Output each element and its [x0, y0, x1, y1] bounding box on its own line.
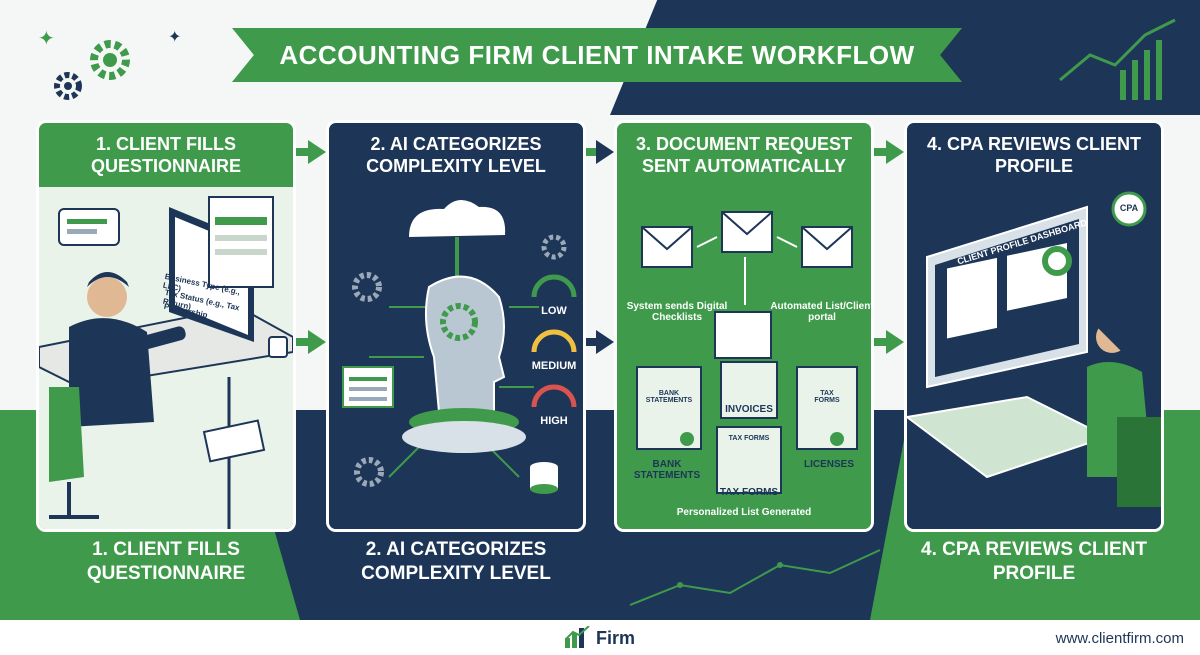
- step-2-caption: 2. AI CATEGORIZES COMPLEXITY LEVEL: [361, 539, 551, 584]
- step-2-header: 2. AI CATEGORIZES COMPLEXITY LEVEL: [366, 134, 546, 176]
- doc-tax-forms-center-icon-label: TAX FORMS: [728, 435, 770, 442]
- arrow-right-icon: [308, 140, 326, 164]
- note-client-portal: Automated List/Client portal: [770, 301, 874, 323]
- arrow-right-icon: [596, 140, 614, 164]
- step-2-panel: 2. AI CATEGORIZES COMPLEXITY LEVEL: [326, 120, 586, 532]
- step-2-illustration: LOW MEDIUM HIGH: [329, 187, 583, 529]
- ai-head-illustration: [342, 199, 577, 494]
- firm-logo: Firm: [596, 628, 636, 648]
- footer: [0, 620, 1200, 655]
- firm-logo-icon: [565, 626, 590, 648]
- personalized-list-note: Personalized List Generated: [676, 507, 812, 518]
- step-3-header: 3. DOCUMENT REQUEST SENT AUTOMATICALLY: [635, 134, 853, 176]
- document-request-illustration: [636, 211, 858, 494]
- doc-bank-statements-label: BANK STATEMENTS: [633, 459, 701, 481]
- arrow-1-2-mid-shaft: [296, 338, 310, 346]
- svg-text:✦: ✦: [38, 28, 55, 50]
- arrow-3-4-top-shaft: [874, 148, 888, 156]
- arrow-2-3-top-shaft: [586, 148, 598, 156]
- gear-icon: ✦ ✦: [38, 28, 181, 100]
- step-1-header: 1. CLIENT FILLS QUESTIONNAIRE: [90, 134, 241, 176]
- svg-text:✦: ✦: [168, 29, 181, 46]
- doc-tax-forms-icon-label: TAX FORMS: [814, 390, 840, 404]
- complexity-low-label: LOW: [541, 305, 567, 317]
- doc-tax-forms-label: TAX FORMS: [719, 487, 779, 498]
- step-1-panel: 1. CLIENT FILLS QUESTIONNAIRE: [36, 120, 296, 532]
- arrow-right-icon: [596, 330, 614, 354]
- step-1-illustration: Business Type (e.g., LLC) Tax Status (e.…: [39, 187, 293, 529]
- doc-invoices-label: INVOICES: [725, 404, 773, 415]
- arrow-3-4-mid-shaft: [874, 338, 888, 346]
- page-title-banner: ACCOUNTING FIRM CLIENT INTAKE WORKFLOW: [232, 28, 962, 82]
- complexity-high-label: HIGH: [540, 415, 568, 427]
- step-4-header: 4. CPA REVIEWS CLIENT PROFILE: [926, 134, 1142, 176]
- complexity-medium-label: MEDIUM: [531, 360, 577, 372]
- page-title: ACCOUNTING FIRM CLIENT INTAKE WORKFLOW: [279, 39, 915, 70]
- step-3-illustration: System sends Digital Checklists Automate…: [617, 187, 871, 529]
- arrow-2-3-mid-shaft: [586, 338, 598, 346]
- arrow-1-2-top-shaft: [296, 148, 310, 156]
- arrow-right-icon: [308, 330, 326, 354]
- client-at-laptop-illustration: [39, 196, 293, 529]
- arrow-right-icon: [886, 140, 904, 164]
- trend-chart-icon: [1059, 18, 1176, 100]
- step-1-caption: 1. CLIENT FILLS QUESTIONNAIRE: [86, 539, 246, 584]
- arrow-right-icon: [886, 330, 904, 354]
- doc-licenses-label: LICENSES: [803, 459, 854, 470]
- step-3-panel: 3. DOCUMENT REQUEST SENT AUTOMATICALLY: [614, 120, 874, 532]
- cpa-badge: CPA: [1119, 203, 1139, 213]
- doc-bank-statements-icon-label: BANK STATEMENTS: [645, 390, 693, 404]
- website-url[interactable]: www.clientfirm.com: [1055, 630, 1184, 647]
- cpa-at-monitor-illustration: [907, 191, 1161, 507]
- step-4-illustration: CLIENT PROFILE DASHBOARD CPA: [907, 187, 1161, 529]
- note-digital-checklists: System sends Digital Checklists: [626, 301, 728, 323]
- step-4-caption: 4. CPA REVIEWS CLIENT PROFILE: [921, 539, 1147, 584]
- step-4-panel: 4. CPA REVIEWS CLIENT PROFILE C: [904, 120, 1164, 532]
- bottom-trend-decoration: [629, 549, 881, 606]
